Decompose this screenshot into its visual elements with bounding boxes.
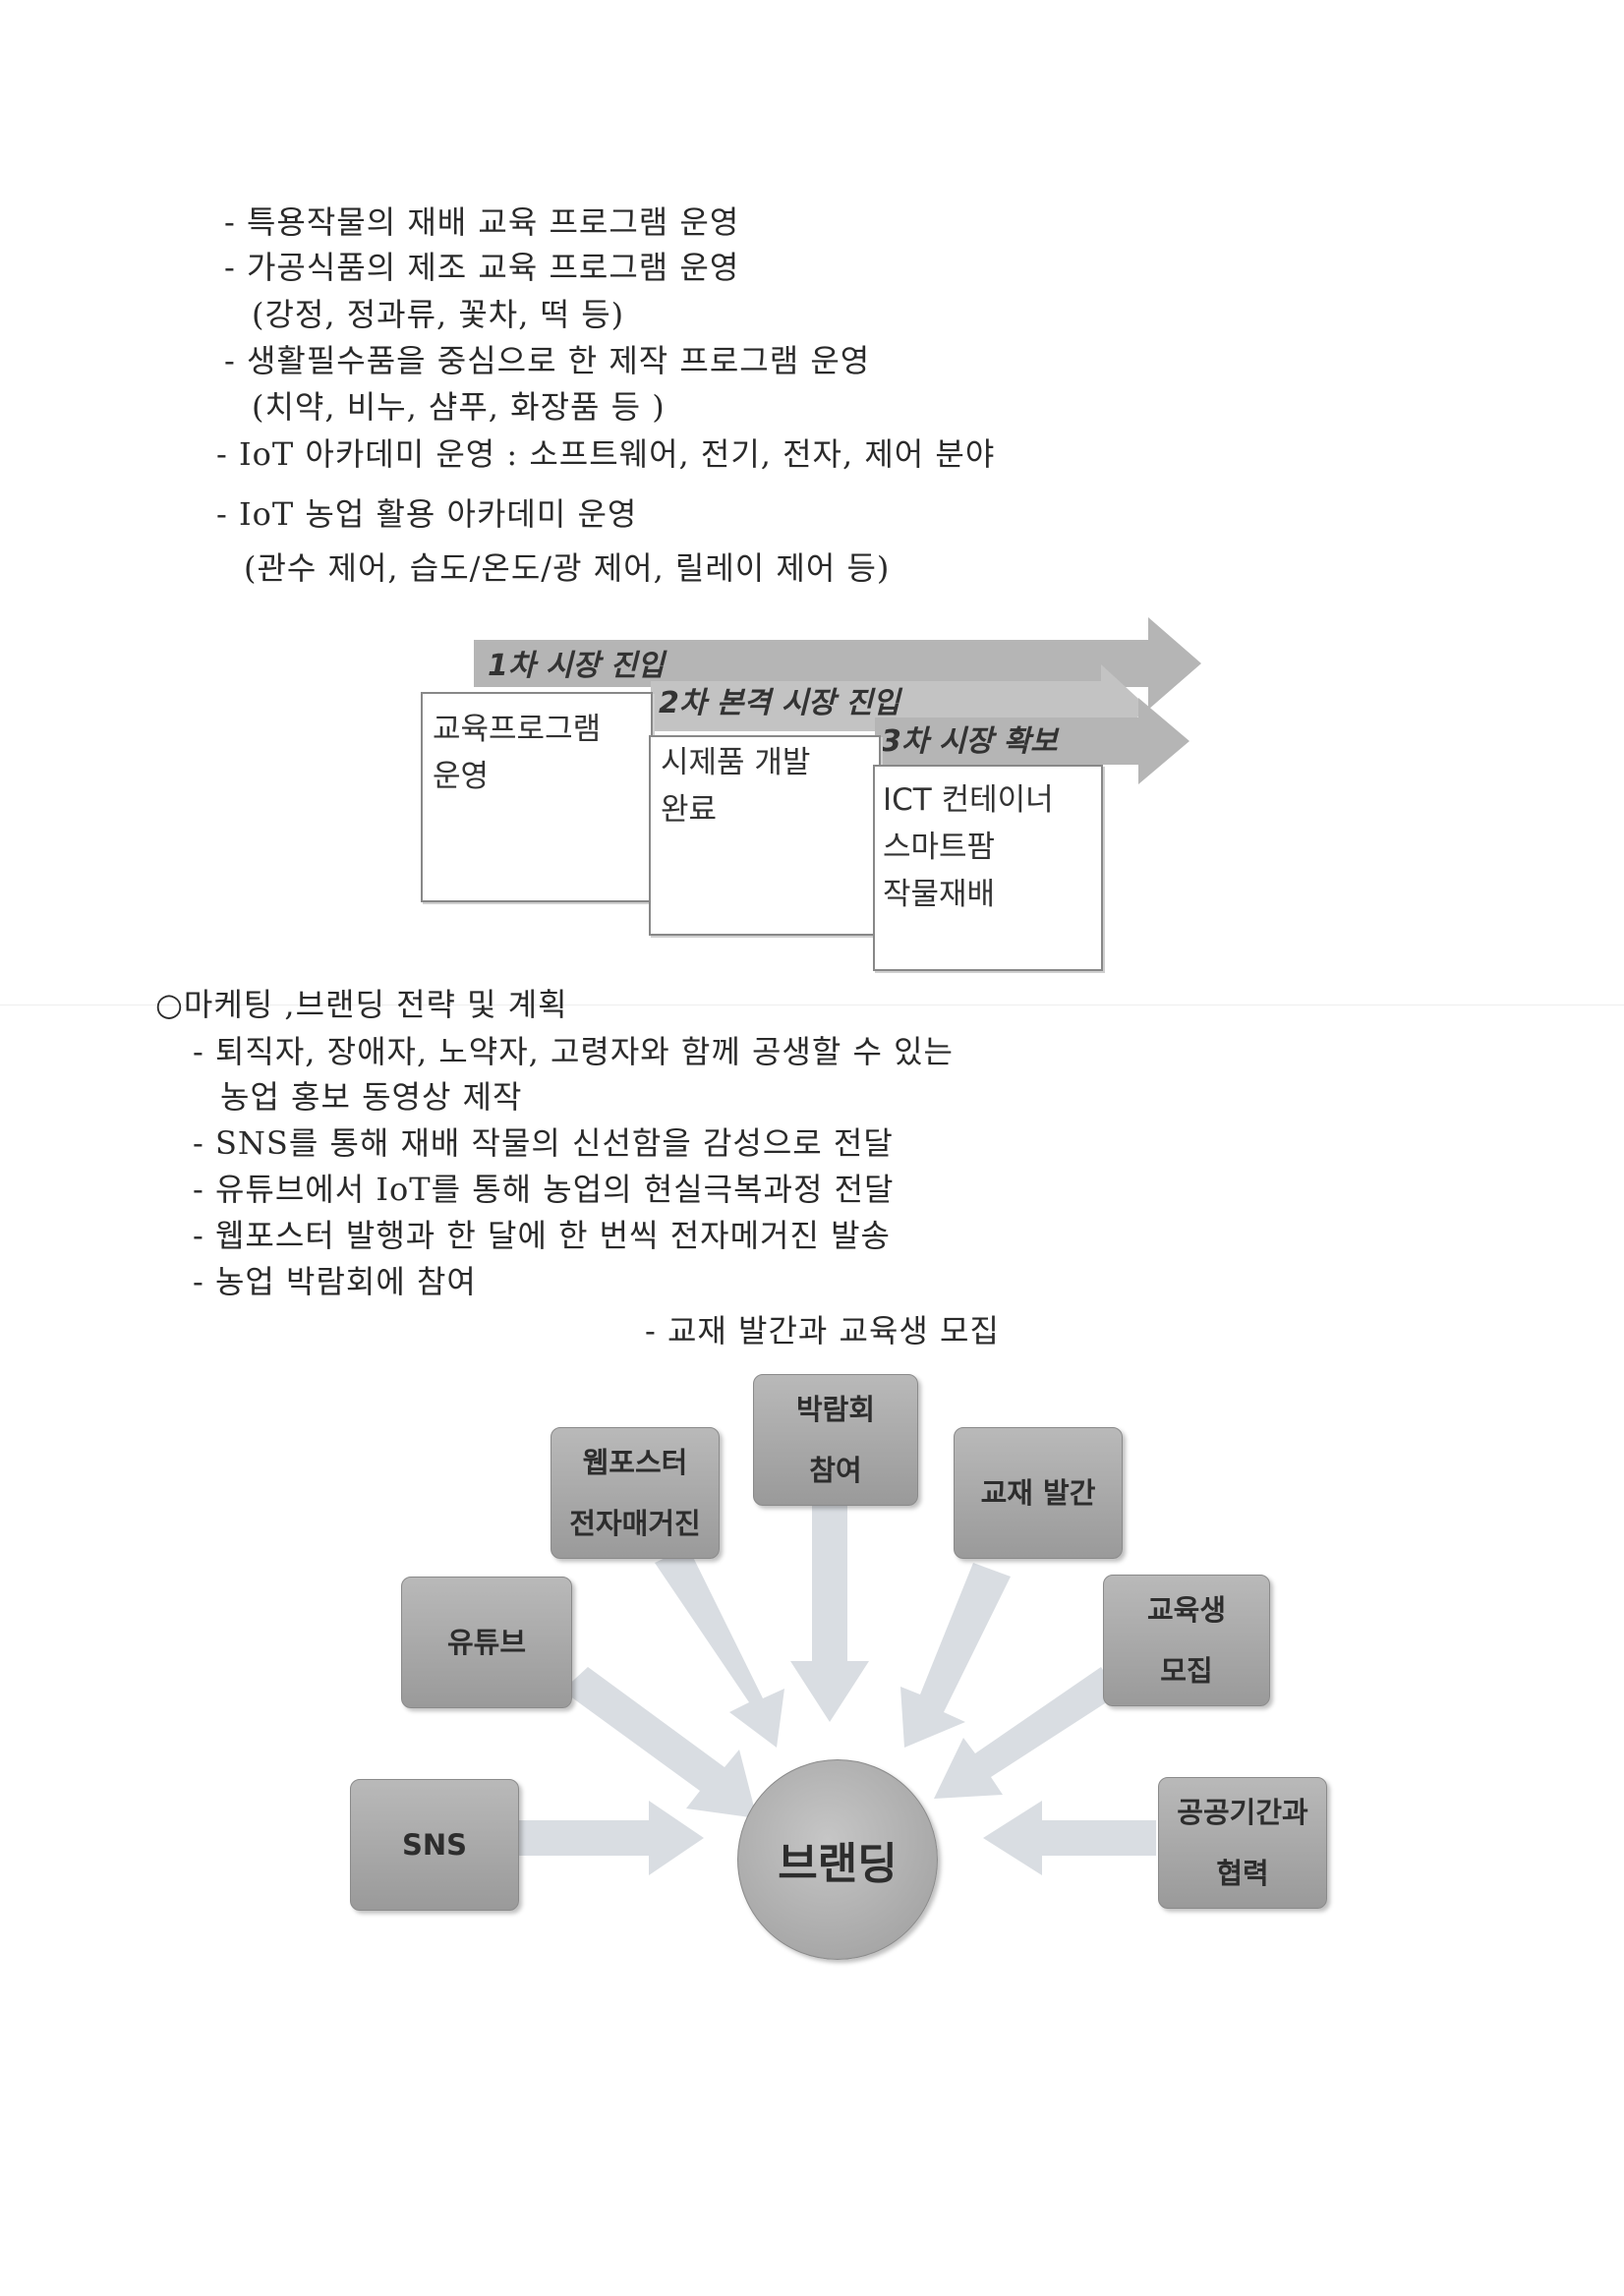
phase-1-label: 1차 시장 진입: [488, 649, 665, 683]
edu-line: - IoT 아카데미 운영 : 소프트웨어, 전기, 전자, 제어 분야: [216, 435, 996, 473]
phase-3-line: 스마트팜: [883, 830, 996, 865]
marketing-line: - 유튜브에서 IoT를 통해 농업의 현실극복과정 전달: [193, 1171, 895, 1208]
phase-3-box: [873, 765, 1103, 971]
arrow-textbook: [900, 1563, 1011, 1748]
node-expo: 박람회 참여: [753, 1374, 918, 1506]
branding-center-label: 브랜딩: [778, 1839, 898, 1889]
node-label: 유튜브: [446, 1626, 527, 1659]
node-label: 교육생 모집: [1146, 1593, 1227, 1688]
edu-line: (관수 제어, 습도/온도/광 제어, 릴레이 제어 등): [244, 549, 891, 587]
marketing-line: - 농업 박람회에 참여: [193, 1263, 477, 1300]
phase-3-line: 작물재배: [883, 877, 996, 912]
divider: [0, 1004, 1624, 1005]
phase-arrow-3: [875, 698, 1189, 784]
arrow-trainee: [934, 1667, 1119, 1799]
node-public-cooperation: 공공기간과 협력: [1158, 1777, 1327, 1909]
node-webposter-emagazine: 웹포스터 전자매거진: [551, 1427, 720, 1559]
node-label: 교재 발간: [980, 1476, 1096, 1510]
marketing-heading: ○마케팅 ,브랜딩 전략 및 계획: [155, 986, 568, 1023]
node-label: 공공기간과 협력: [1177, 1796, 1308, 1890]
marketing-line: - SNS를 통해 재배 작물의 신선함을 감성으로 전달: [193, 1124, 894, 1162]
node-sns: SNS: [350, 1779, 519, 1911]
edu-line: - 가공식품의 제조 교육 프로그램 운영: [224, 249, 740, 286]
arrow-expo: [790, 1504, 869, 1722]
node-textbook: 교재 발간: [954, 1427, 1123, 1559]
phase-1-line: 교육프로그램: [433, 712, 602, 747]
branding-center: 브랜딩: [737, 1759, 938, 1960]
marketing-line: - 웹포스터 발행과 한 달에 한 번씩 전자메거진 발송: [193, 1217, 891, 1254]
marketing-line: 농업 홍보 동영상 제작: [220, 1078, 523, 1116]
marketing-line: - 퇴직자, 장애자, 노약자, 고령자와 함께 공생할 수 있는: [193, 1033, 954, 1070]
node-label: SNS: [401, 1828, 468, 1862]
phase-2-line: 시제품 개발: [661, 745, 811, 780]
node-label: 웹포스터 전자매거진: [569, 1446, 701, 1540]
edu-line: (강정, 정과류, 꽃차, 떡 등): [252, 296, 625, 333]
edu-line: - IoT 농업 활용 아카데미 운영: [216, 495, 638, 533]
phase-3-text: ICT 컨테이너 스마트팜 작물재배: [883, 776, 1054, 918]
phase-2-text: 시제품 개발 완료: [661, 739, 810, 833]
phase-3-label: 3차 시장 확보: [881, 724, 1058, 759]
arrow-webposter: [655, 1547, 784, 1748]
edu-line: - 특용작물의 재배 교육 프로그램 운영: [224, 203, 740, 241]
arrow-sns: [519, 1801, 704, 1875]
node-youtube: 유튜브: [401, 1577, 572, 1708]
arrow-youtube: [562, 1667, 757, 1818]
phase-1-line: 운영: [433, 759, 490, 794]
phase-2-label: 2차 본격 시장 진입: [659, 686, 900, 720]
node-trainee-recruit: 교육생 모집: [1103, 1575, 1270, 1706]
phase-3-line: ICT 컨테이너: [883, 782, 1054, 818]
phase-1-text: 교육프로그램 운영: [433, 706, 601, 800]
phase-2-line: 완료: [661, 792, 718, 828]
edu-line: (치약, 비누, 샴푸, 화장품 등 ): [252, 388, 666, 426]
marketing-line: - 교재 발간과 교육생 모집: [645, 1312, 1000, 1349]
node-label: 박람회 참여: [795, 1393, 876, 1487]
market-phase-diagram: 1차 시장 진입 2차 본격 시장 진입 3차 시장 확보 교육프로그램 운영 …: [413, 613, 1209, 977]
edu-line: - 생활필수품을 중심으로 한 제작 프로그램 운영: [224, 342, 871, 379]
phase-1-box: [421, 692, 653, 902]
arrow-public: [983, 1801, 1156, 1875]
